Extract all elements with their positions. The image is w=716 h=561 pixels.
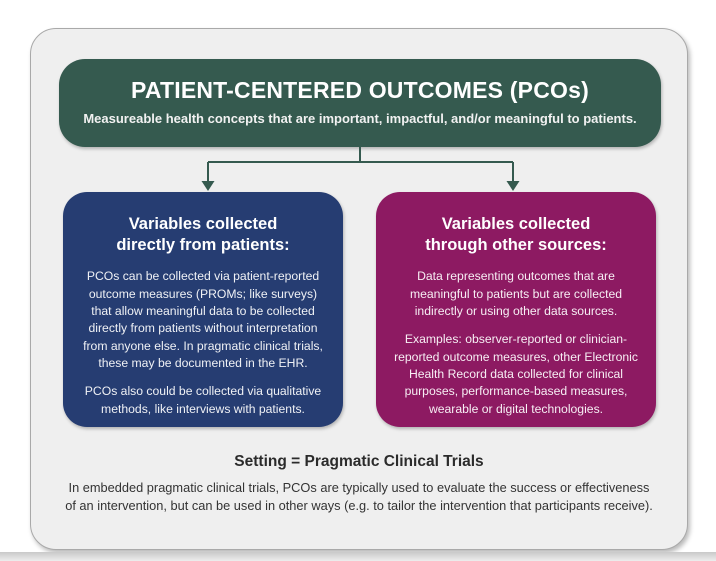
direct-box-paragraph-1: PCOs can be collected via patient-report…: [83, 269, 323, 370]
arrow-down-right-icon: [506, 181, 520, 191]
pco-header-box: PATIENT-CENTERED OUTCOMES (PCOs) Measure…: [59, 59, 661, 147]
pco-diagram-card: PATIENT-CENTERED OUTCOMES (PCOs) Measure…: [30, 28, 688, 550]
direct-box-title: Variables collected directly from patien…: [116, 215, 290, 255]
setting-description: In embedded pragmatic clinical trials, P…: [65, 480, 653, 513]
other-sources-paragraph-1: Data representing outcomes that are mean…: [409, 269, 623, 318]
bottom-strip: [0, 552, 716, 561]
arrow-down-left-icon: [201, 181, 215, 191]
other-sources-paragraph-2: Examples: observer-reported or clinician…: [394, 332, 638, 416]
branch-arrows-connector: [201, 147, 520, 191]
other-sources-box: Variables collected through other source…: [376, 192, 656, 427]
other-sources-box-title: Variables collected through other source…: [425, 215, 607, 255]
pco-subtitle: Measureable health concepts that are imp…: [83, 110, 637, 126]
direct-box-paragraph-2: PCOs also could be collected via qualita…: [84, 384, 322, 416]
setting-heading: Setting = Pragmatic Clinical Trials: [234, 453, 484, 470]
direct-from-patients-box: Variables collected directly from patien…: [63, 192, 343, 427]
pco-title: PATIENT-CENTERED OUTCOMES (PCOs): [131, 76, 589, 103]
